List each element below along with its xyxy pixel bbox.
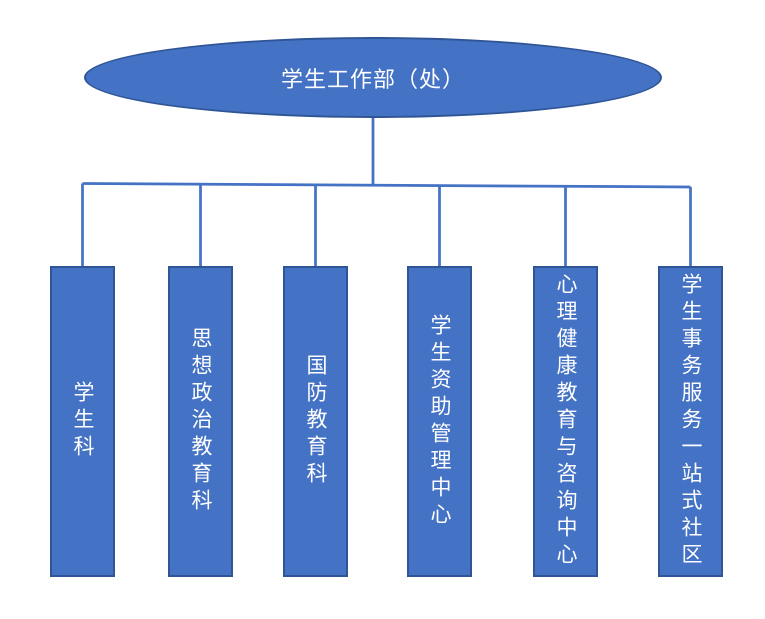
org-node-label: 思想政治教育科 [189, 327, 212, 516]
org-node-ideological-political-education: 思想政治教育科 [168, 266, 233, 577]
org-node-student-aid-center: 学生资助管理中心 [407, 266, 472, 577]
org-node-label: 国防教育科 [304, 354, 327, 489]
connector-horizontal [82, 182, 691, 189]
org-node-label: 学生事务服务一站式社区 [679, 273, 702, 570]
org-node-label: 学生科 [71, 381, 94, 462]
org-node-label: 学生资助管理中心 [428, 313, 451, 530]
org-node-student-section: 学生科 [50, 266, 115, 577]
org-node-label: 心理健康教育与咨询中心 [554, 273, 577, 570]
org-node-mental-health-center: 心理健康教育与咨询中心 [533, 266, 598, 577]
org-root-node: 学生工作部（处） [84, 37, 662, 118]
org-node-national-defense-education: 国防教育科 [283, 266, 348, 577]
org-node-one-stop-community: 学生事务服务一站式社区 [658, 266, 723, 577]
org-root-label: 学生工作部（处） [280, 66, 465, 92]
